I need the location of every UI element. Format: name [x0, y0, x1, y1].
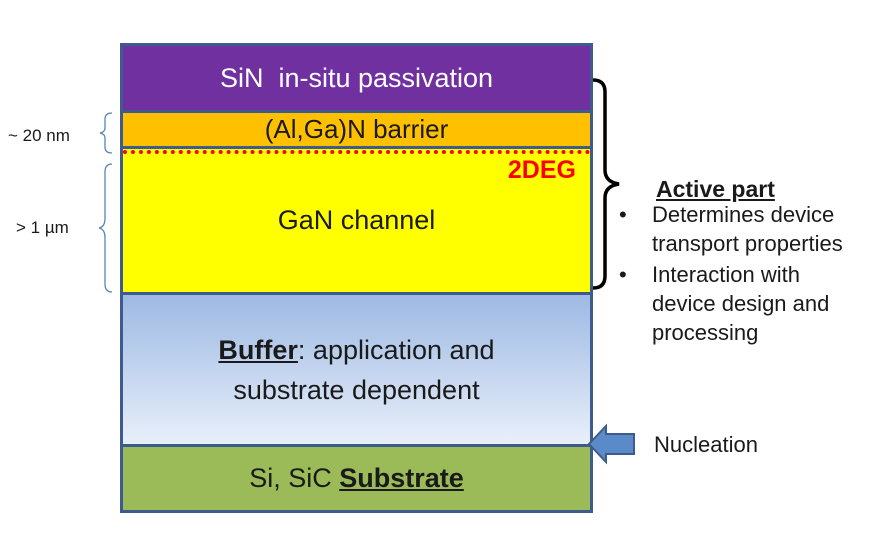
sin-passivation-layer: SiN in-situ passivation [123, 46, 590, 113]
barrier-thickness-brace [99, 112, 113, 154]
algan-barrier-layer: (Al,Ga)N barrier [123, 113, 590, 149]
channel-thickness-label: > 1 µm [16, 218, 69, 237]
buffer-layer: Buffer: application and substrate depend… [123, 295, 590, 447]
substrate-label-bold: Substrate [339, 463, 464, 493]
substrate-layer: Si, SiC Substrate [123, 447, 590, 510]
buffer-label-line1: Buffer: application and [218, 330, 494, 370]
nucleation-label: Nucleation [654, 432, 758, 457]
layer-stack: SiN in-situ passivation (Al,Ga)N barrier… [120, 43, 593, 513]
buffer-label-rest: : application and [297, 334, 495, 365]
gan-channel-layer: GaN channel [123, 149, 590, 295]
two-deg-dotted-line [123, 150, 590, 154]
sin-passivation-label: SiN in-situ passivation [219, 62, 494, 93]
gan-channel-label: GaN channel [277, 205, 436, 235]
substrate-label-prefix: Si, SiC [249, 463, 340, 493]
algan-barrier-label: (Al,Ga)N barrier [264, 114, 449, 144]
nucleation-arrow-icon [587, 423, 635, 465]
active-part-bullets: Determines device transport properties I… [619, 200, 869, 347]
thickness-braces [98, 112, 113, 293]
active-part-brace [592, 78, 620, 290]
channel-thickness-brace [98, 163, 113, 293]
buffer-label-line2: substrate dependent [233, 374, 480, 405]
active-bullet-transport: Determines device transport properties [619, 200, 869, 258]
active-part-title: Active part [656, 176, 775, 202]
buffer-label-bold: Buffer [218, 334, 298, 365]
two-deg-label: 2DEG [507, 156, 576, 184]
active-bullet-interaction: Interaction with device design and proce… [619, 260, 869, 347]
barrier-thickness-label: ~ 20 nm [8, 126, 70, 145]
